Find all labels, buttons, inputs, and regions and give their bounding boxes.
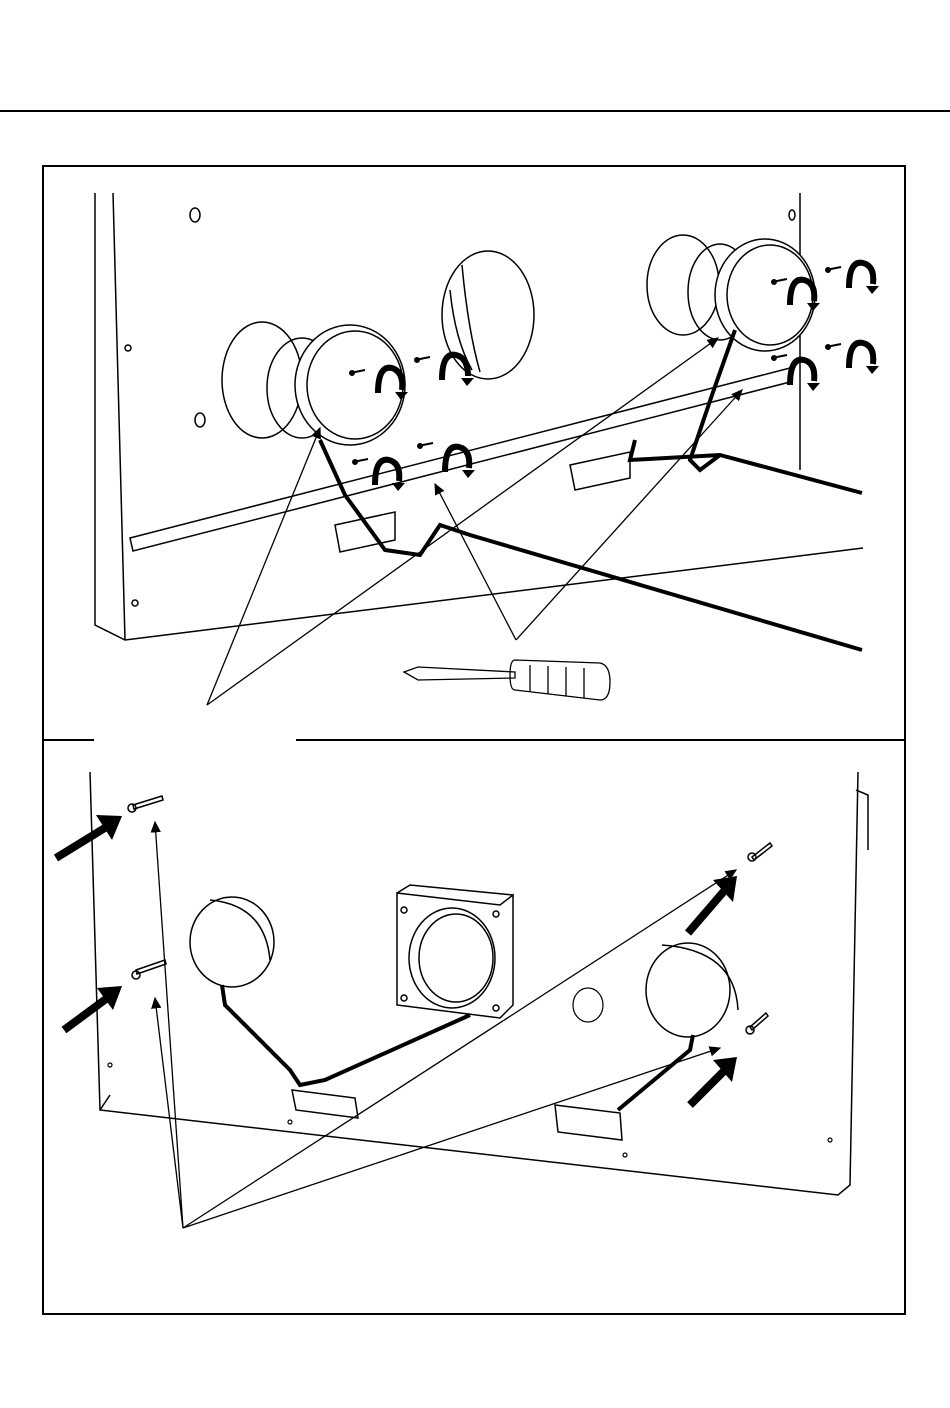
back-panel-bottom xyxy=(90,772,868,1195)
center-opening xyxy=(442,251,534,379)
callout-leader xyxy=(207,338,742,705)
center-housing xyxy=(397,885,513,1018)
left-knob-rear xyxy=(190,897,274,987)
screwdriver-icon xyxy=(404,660,610,700)
insert-arrow-icon xyxy=(56,826,725,1105)
right-knob-rear xyxy=(646,943,738,1037)
insert-arrowhead-icon xyxy=(96,815,737,1082)
